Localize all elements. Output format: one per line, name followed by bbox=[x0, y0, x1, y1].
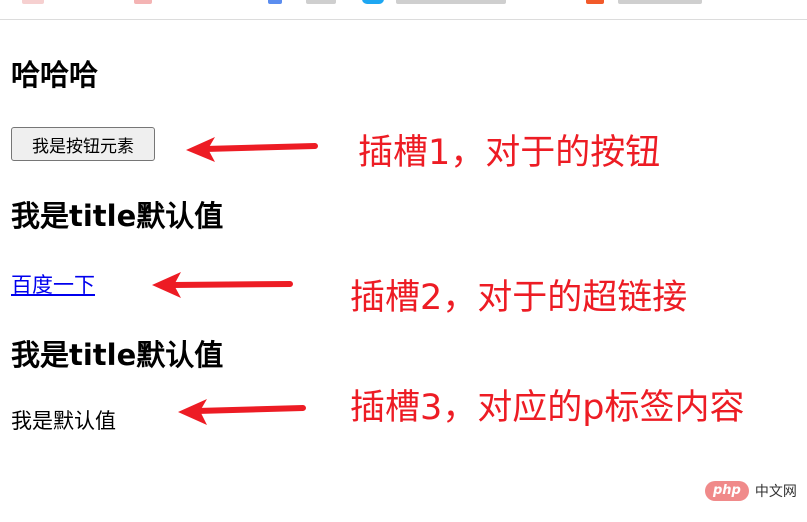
annotation-slot3: 插槽3，对应的p标签内容 bbox=[350, 388, 745, 428]
arrow-left-icon bbox=[178, 399, 306, 425]
title-heading-1: 我是title默认值 bbox=[11, 199, 224, 233]
bookmark-label[interactable] bbox=[618, 0, 702, 4]
bookmark-bar bbox=[0, 0, 807, 20]
slot1-button[interactable]: 我是按钮元素 bbox=[11, 127, 155, 161]
bookmark-favicon-icon[interactable] bbox=[134, 0, 152, 4]
annotation-slot1: 插槽1，对于的按钮 bbox=[358, 133, 661, 173]
arrow-left-icon bbox=[186, 137, 318, 162]
watermark-site-text: 中文网 bbox=[754, 484, 797, 500]
arrow-left-icon bbox=[152, 272, 293, 298]
bookmark-favicon-icon[interactable] bbox=[586, 0, 604, 4]
bookmark-favicon-icon[interactable] bbox=[268, 0, 282, 4]
bookmark-label[interactable] bbox=[396, 0, 506, 4]
bookmark-favicon-icon[interactable] bbox=[362, 0, 384, 4]
annotation-slot2: 插槽2，对于的超链接 bbox=[350, 278, 688, 318]
title-heading-2: 我是title默认值 bbox=[11, 338, 224, 372]
php-logo-icon: php bbox=[705, 481, 749, 501]
bookmark-favicon-icon[interactable] bbox=[22, 0, 44, 4]
slot3-paragraph: 我是默认值 bbox=[11, 409, 116, 433]
php-cn-watermark: php 中文网 bbox=[705, 480, 797, 502]
bookmark-label[interactable] bbox=[306, 0, 336, 4]
main-heading: 哈哈哈 bbox=[11, 58, 99, 92]
slot2-link[interactable]: 百度一下 bbox=[11, 273, 95, 297]
